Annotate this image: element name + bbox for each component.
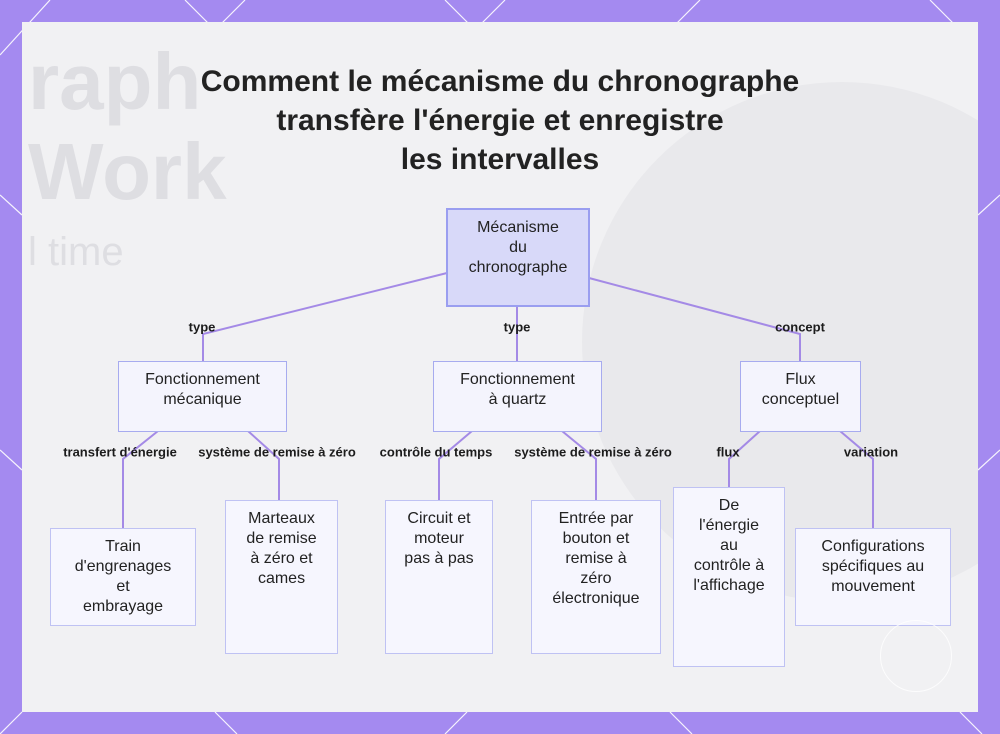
edge-mech-gear: [122, 430, 159, 529]
edge-label-mech-hammers: système de remise à zéro: [198, 444, 356, 460]
node-energy-flow: De l'énergie au contrôle à l'affichage: [673, 487, 785, 667]
edge-label-root-mechanical: type: [188, 319, 216, 335]
node-movement-configurations: Configurations spécifiques au mouvement: [795, 528, 951, 626]
node-circuit-motor: Circuit et moteur pas à pas: [385, 500, 493, 654]
edge-label-concept-flow: flux: [716, 444, 740, 460]
edge-label-root-concept: concept: [775, 319, 825, 335]
node-quartz: Fonctionnement à quartz: [433, 361, 602, 432]
background-word-3: l time: [28, 230, 124, 274]
edge-root-concept: [588, 277, 801, 362]
watermark-seal-icon: [880, 620, 952, 692]
background-word-2: Work: [28, 127, 227, 216]
background-word-1: raph: [28, 37, 202, 126]
edge-label-quartz-button: système de remise à zéro: [514, 444, 672, 460]
edge-label-mech-gear: transfert d'énergie: [63, 444, 177, 460]
edge-concept-flow: [728, 430, 761, 488]
node-button-input: Entrée par bouton et remise à zéro élect…: [531, 500, 661, 654]
node-reset-hammers: Marteaux de remise à zéro et cames: [225, 500, 338, 654]
node-gear-train: Train d'engrenages et embrayage: [50, 528, 196, 626]
edge-mech-hammers: [247, 430, 280, 501]
node-chronograph-mechanism: Mécanisme du chronographe: [446, 208, 590, 307]
title-line-3: les intervalles: [400, 143, 600, 176]
edge-quartz-circuit: [438, 430, 473, 501]
title-line-2: transfère l'énergie et enregistre: [276, 104, 724, 137]
edge-concept-config: [839, 430, 874, 529]
node-mechanical: Fonctionnement mécanique: [118, 361, 287, 432]
edge-quartz-button: [561, 430, 597, 501]
edge-root-mechanical: [202, 272, 448, 362]
edge-label-concept-config: variation: [843, 444, 899, 460]
edge-label-root-quartz: type: [503, 319, 531, 335]
title-line-1: Comment le mécanisme du chronographe: [200, 65, 800, 98]
node-conceptual-flow: Flux conceptuel: [740, 361, 861, 432]
edge-label-quartz-circuit: contrôle du temps: [379, 444, 493, 460]
